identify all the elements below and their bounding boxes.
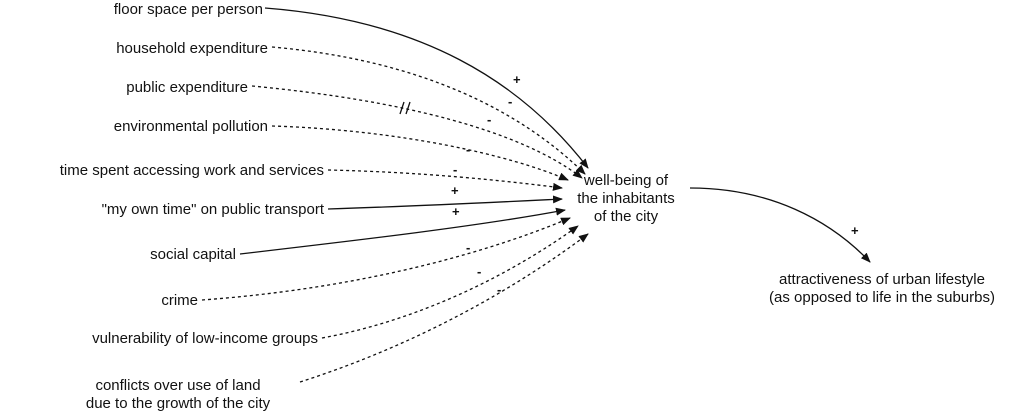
link-time-spent xyxy=(327,169,563,191)
polarity-conflicts: - xyxy=(497,282,502,297)
center-node: well-being of the inhabitants of the cit… xyxy=(560,172,692,226)
factor-social-capital: social capital xyxy=(150,246,236,263)
link-crime xyxy=(201,217,571,301)
polarity-household-expenditure: - xyxy=(508,94,513,109)
factor-conflicts-line1: conflicts over use of land xyxy=(95,377,261,394)
outcome-line1: attractiveness of urban lifestyle xyxy=(779,271,985,288)
link-conflicts xyxy=(299,233,589,383)
factor-my-own-time: "my own time" on public transport xyxy=(101,201,324,218)
polarity-crime: - xyxy=(466,240,471,255)
factor-crime: crime xyxy=(161,292,198,309)
outcome-line2: (as opposed to life in the suburbs) xyxy=(769,289,995,306)
link-my-own-time xyxy=(327,195,563,210)
polarity-environmental-pollution: - xyxy=(466,142,471,157)
polarity-floor-space: + xyxy=(513,72,521,87)
factor-conflicts-line2: due to the growth of the city xyxy=(85,395,271,412)
center-line1: well-being of xyxy=(583,172,669,189)
link-floor-space xyxy=(264,7,589,169)
polarity-outcome: + xyxy=(851,223,859,238)
polarity-public-expenditure: - xyxy=(487,112,492,127)
factor-time-spent: time spent accessing work and services xyxy=(59,162,324,179)
delay-mark xyxy=(399,101,411,115)
link-environmental-pollution xyxy=(271,125,569,181)
factor-household-expenditure: household expenditure xyxy=(116,40,268,57)
link-household-expenditure xyxy=(271,46,586,175)
factor-public-expenditure: public expenditure xyxy=(126,79,248,96)
polarity-vulnerability: - xyxy=(477,264,482,279)
polarity-social-capital: + xyxy=(451,183,459,198)
factor-vulnerability: vulnerability of low-income groups xyxy=(92,330,318,347)
center-line3: of the city xyxy=(593,208,659,225)
factor-environmental-pollution: environmental pollution xyxy=(113,118,268,135)
polarity-time-spent: - xyxy=(453,162,458,177)
factor-conflicts: conflicts over use of land due to the gr… xyxy=(60,377,296,413)
center-line2: the inhabitants xyxy=(577,190,675,207)
factor-floor-space: floor space per person xyxy=(113,1,263,18)
outcome-node: attractiveness of urban lifestyle (as op… xyxy=(744,271,1020,307)
link-public-expenditure xyxy=(251,85,583,179)
link-vulnerability xyxy=(321,225,579,339)
link-social-capital xyxy=(239,207,566,255)
link-outcome xyxy=(689,187,871,263)
polarity-my-own-time: + xyxy=(452,204,460,219)
